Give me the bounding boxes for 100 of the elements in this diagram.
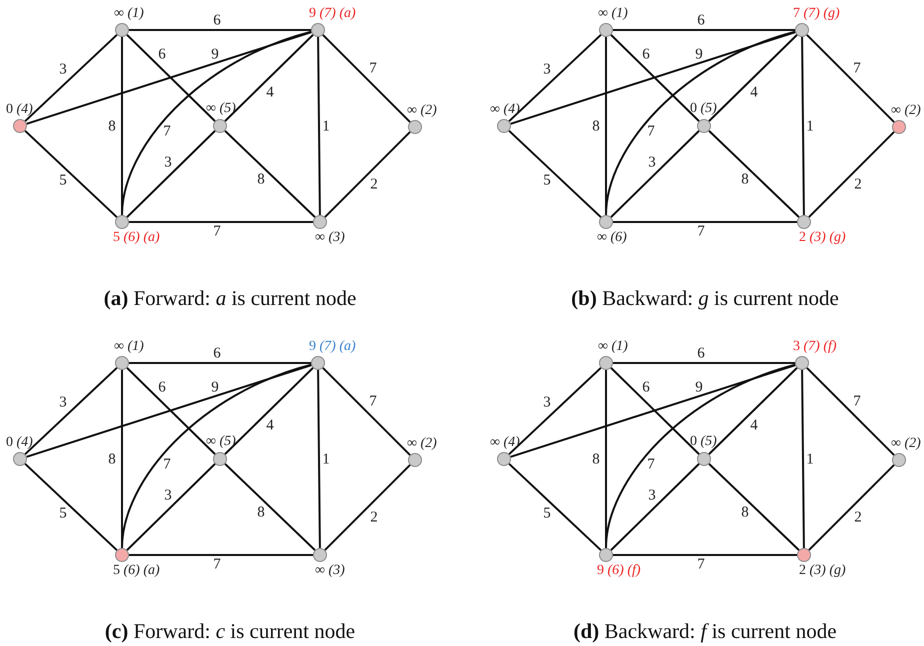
- graph-edge: [121, 364, 312, 548]
- graph-edge: [224, 367, 314, 455]
- graph-edge: [126, 367, 216, 455]
- graph-vertex: [599, 356, 613, 370]
- edge-weight: 9: [695, 48, 703, 62]
- edge-weight: 8: [741, 172, 749, 188]
- edge-weight: 3: [164, 488, 172, 504]
- edge-weight: 7: [163, 458, 171, 472]
- edge-weight: 7: [647, 124, 655, 140]
- vertex-label: 9 (6) (f): [597, 564, 641, 578]
- subfigure-caption: (b) Backward: g is current node: [571, 286, 839, 311]
- graph-edge: [129, 554, 313, 556]
- vertex-label: 9 (7) (a): [309, 340, 356, 354]
- graph-edge: [322, 367, 411, 456]
- vertex-label: 2 (3) (g): [799, 564, 846, 578]
- vertex-label: ∞ (2): [407, 437, 437, 451]
- vertex-label: 0 (4): [6, 436, 33, 450]
- vertex-label: ∞ (2): [891, 437, 921, 451]
- graph-vertex: [797, 215, 811, 229]
- graph-vertex: [311, 23, 325, 37]
- graph-vertex: [115, 215, 129, 229]
- vertex-label: 5 (6) (a): [113, 564, 160, 578]
- graph-vertex: [892, 120, 906, 134]
- edge-weight: 5: [543, 174, 551, 188]
- edge-weight: 7: [647, 458, 655, 472]
- vertex-label: ∞ (1): [114, 340, 144, 354]
- edge-weight: 7: [853, 62, 861, 76]
- vertex-label: ∞ (2): [407, 104, 437, 118]
- graph-vertex: [697, 119, 711, 133]
- graph-edge: [126, 463, 216, 551]
- graph-vertex: [313, 215, 327, 229]
- edge-weight: 4: [266, 86, 274, 100]
- edge-weight: 3: [164, 156, 172, 170]
- edge-weight: 9: [211, 380, 219, 396]
- graph-vertex: [697, 452, 711, 466]
- vertex-label: 7 (7) (g): [793, 7, 840, 21]
- edge-weight: 5: [59, 174, 67, 188]
- graph-edge: [610, 463, 700, 551]
- edge-weight: 6: [158, 380, 166, 396]
- vertex-label: ∞ (1): [114, 7, 144, 21]
- graph-edge: [508, 34, 602, 122]
- graph-vertex: [599, 215, 613, 229]
- graph-vertex: [313, 548, 327, 562]
- edge-weight: 7: [697, 558, 705, 572]
- graph-edge: [610, 367, 700, 455]
- edge-weight: 9: [695, 380, 703, 396]
- vertex-label: 9 (7) (a): [309, 7, 356, 21]
- edge-weight: 1: [806, 452, 814, 468]
- graph-vertex: [795, 356, 809, 370]
- edge-weight: 5: [59, 506, 67, 522]
- edge-weight: 6: [158, 48, 166, 62]
- graph-vertex: [892, 453, 906, 467]
- graph-edge: [324, 464, 411, 551]
- graph-vertex: [13, 452, 27, 466]
- edge-weight: 3: [59, 62, 67, 78]
- graph-edge: [510, 364, 796, 458]
- edge-weight: 3: [648, 156, 656, 170]
- edge-weight: 8: [741, 506, 749, 520]
- edge-weight: 7: [853, 394, 861, 410]
- graph-edge: [26, 31, 312, 125]
- graph-edge: [508, 367, 602, 455]
- edge-weight: 8: [257, 506, 265, 520]
- edge-weight: 3: [543, 62, 551, 78]
- subfigure-caption: (a) Forward: a is current node: [104, 286, 356, 311]
- graph-edge: [801, 370, 805, 548]
- graph-edge: [508, 463, 602, 551]
- graph-vertex: [13, 119, 27, 133]
- edge-weight: 7: [369, 394, 377, 410]
- edge-weight: 6: [213, 346, 221, 362]
- graph-edge: [508, 130, 602, 218]
- graph-edge: [613, 362, 795, 364]
- graph-vertex: [311, 356, 325, 370]
- graph-edge: [24, 34, 118, 122]
- edge-weight: 1: [806, 120, 814, 134]
- edge-weight: 1: [322, 452, 330, 468]
- edge-weight: 6: [697, 346, 705, 362]
- graph-vertex: [115, 548, 129, 562]
- edge-weight: 8: [592, 452, 600, 468]
- vertex-label: ∞ (2): [891, 104, 921, 118]
- edge-weight: 7: [369, 62, 377, 76]
- subfigure-caption: (d) Backward: f is current node: [573, 619, 837, 644]
- vertex-label: ∞ (3): [315, 231, 345, 245]
- edge-weight: 2: [854, 510, 862, 526]
- graph-edge: [806, 34, 895, 123]
- graph-edge: [610, 34, 700, 122]
- graph-edge: [801, 37, 805, 215]
- vertex-label: 0 (4): [6, 103, 33, 117]
- graph-edge: [126, 130, 216, 218]
- graph-edge: [224, 463, 316, 551]
- edge-weight: 6: [213, 14, 221, 28]
- graph-edge: [808, 131, 895, 218]
- edge-weight: 1: [322, 120, 330, 134]
- graph-vertex: [599, 23, 613, 37]
- vertex-label: 3 (7) (f): [793, 340, 837, 354]
- graph-vertex: [213, 452, 227, 466]
- vertex-label: 0 (5): [690, 435, 717, 449]
- graph-edge: [129, 29, 311, 31]
- graph-edge: [605, 30, 796, 216]
- vertex-label: ∞ (6): [597, 231, 627, 245]
- graph-vertex: [115, 356, 129, 370]
